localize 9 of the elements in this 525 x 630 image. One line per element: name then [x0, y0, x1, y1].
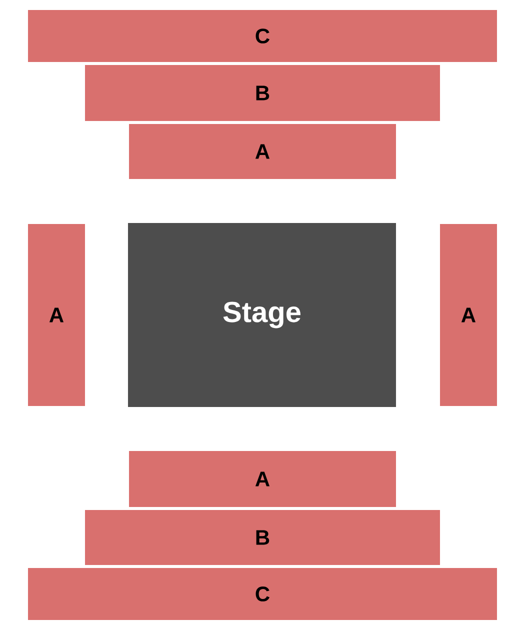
seating-section: B	[85, 65, 440, 121]
seating-section: A	[28, 224, 85, 406]
seating-section: C	[28, 568, 497, 620]
stage: Stage	[128, 223, 396, 407]
seating-section: A	[440, 224, 497, 406]
seating-section: B	[85, 510, 440, 565]
seating-section: C	[28, 10, 497, 62]
seating-section: A	[129, 451, 396, 507]
seating-section: A	[129, 124, 396, 179]
